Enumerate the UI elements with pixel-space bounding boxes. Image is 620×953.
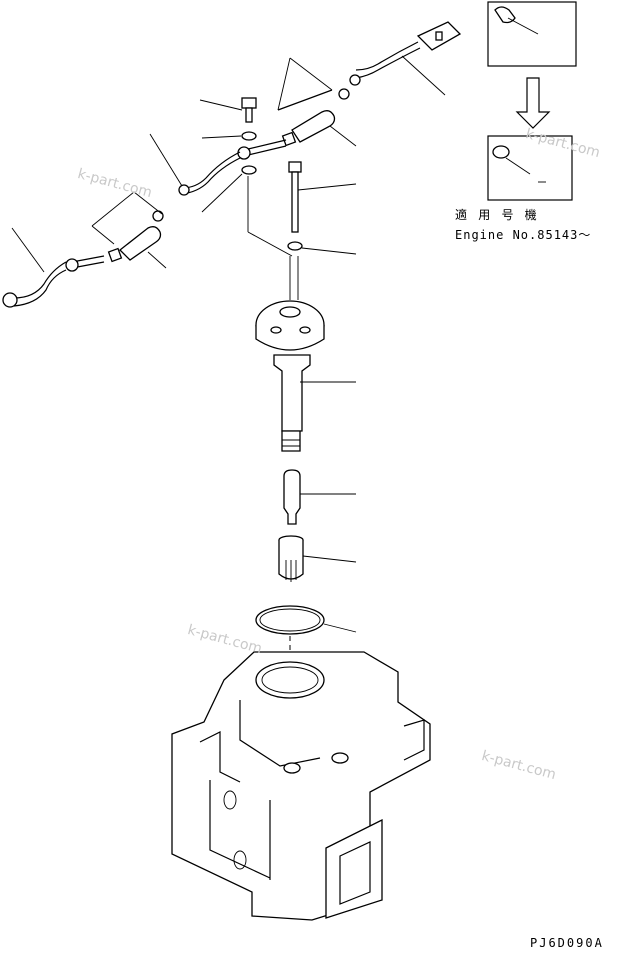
sensor-connector[interactable]: [338, 1, 577, 100]
applicability-label-jp: 適 用 号 機: [455, 208, 539, 222]
drawing-code: PJ6D090A: [530, 936, 604, 950]
washer-lower[interactable]: [201, 165, 257, 213]
sensor-new-type-box[interactable]: [487, 135, 573, 201]
engine-serial-note: Engine No.85143〜: [455, 228, 592, 242]
left-pipe[interactable]: [2, 227, 105, 308]
injection-nozzle[interactable]: [283, 469, 356, 525]
bolt-washer[interactable]: [287, 241, 357, 255]
fuel-pipe[interactable]: [149, 133, 287, 222]
washer-upper[interactable]: [201, 131, 257, 141]
change-arrow: [515, 77, 551, 129]
injector-holder[interactable]: [255, 300, 356, 452]
middle-hose-assembly[interactable]: [91, 191, 167, 269]
banjo-bolt[interactable]: [199, 97, 257, 123]
cylinder-head[interactable]: [171, 651, 431, 921]
leader-group: [247, 176, 299, 300]
long-bolt[interactable]: [288, 161, 357, 233]
o-ring[interactable]: [255, 605, 357, 635]
nozzle-sleeve[interactable]: [278, 535, 357, 582]
upper-hose-assembly[interactable]: [277, 57, 357, 147]
